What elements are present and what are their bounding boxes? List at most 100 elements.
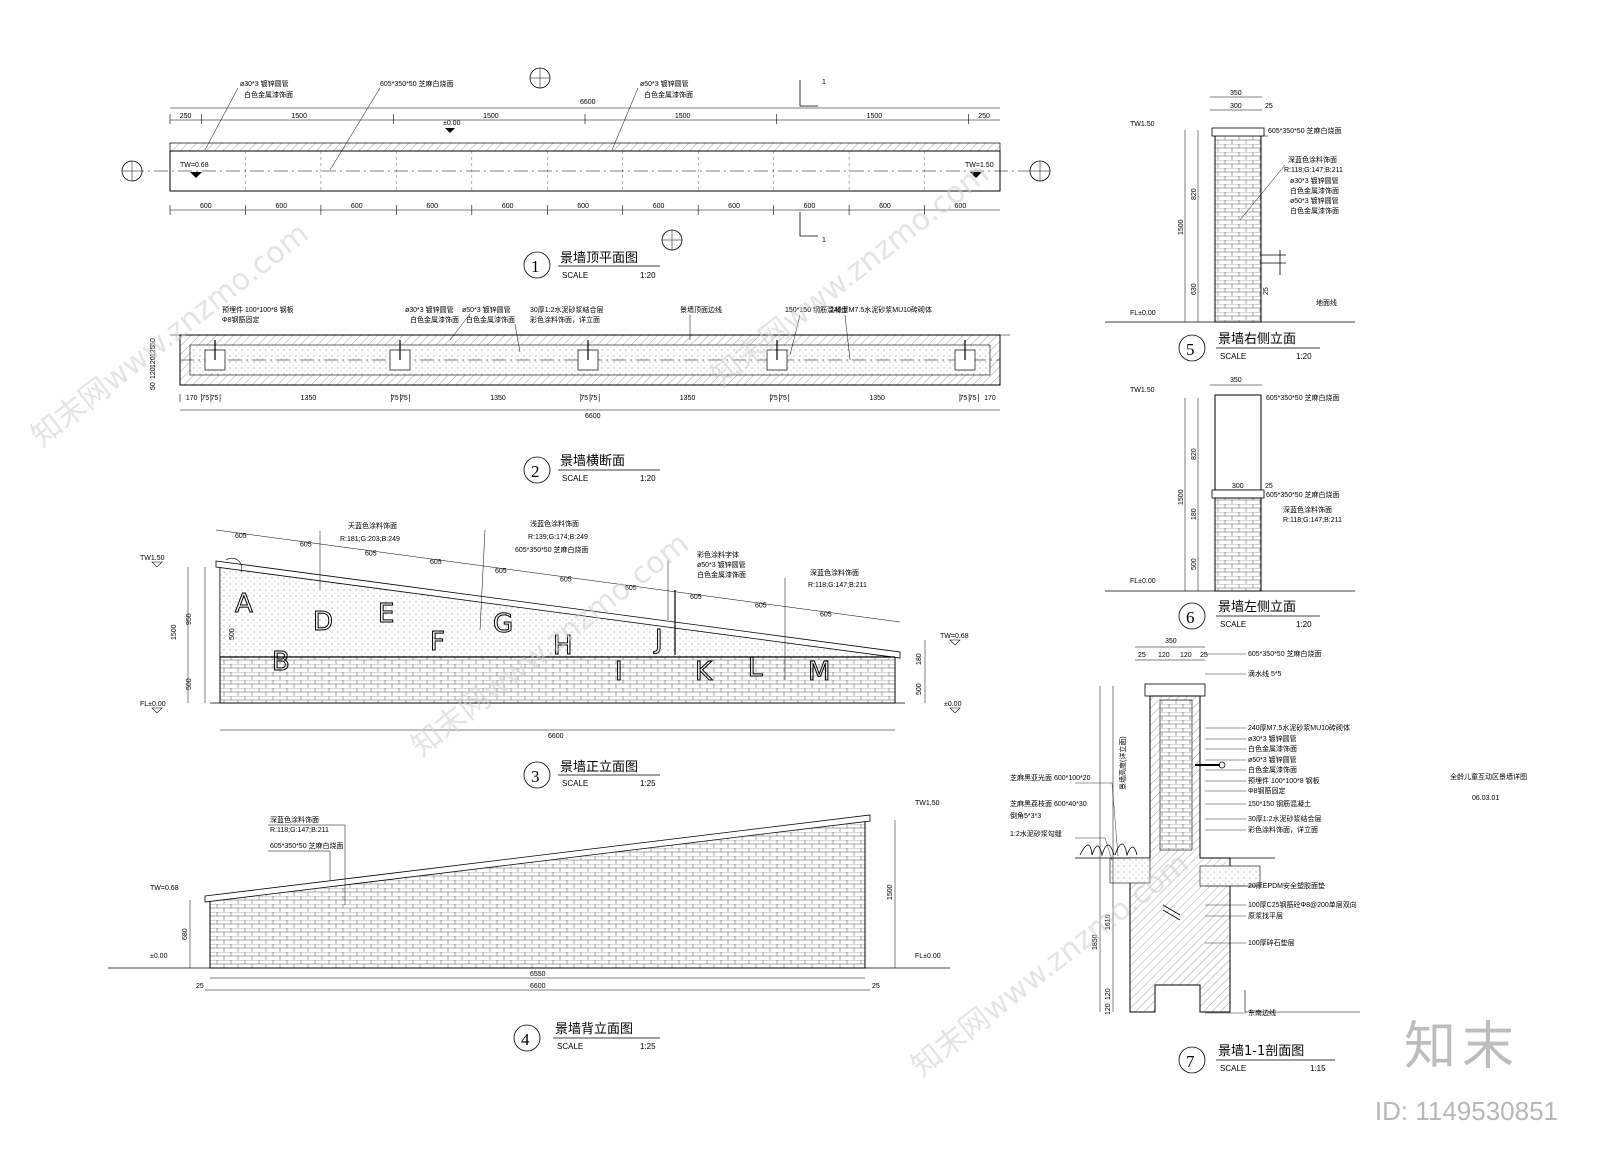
sec-top-dim: 25 (1200, 652, 1208, 659)
cross-dim: 75 (779, 395, 787, 402)
view-number: 2 (531, 462, 540, 481)
front-right-dim: 180 (916, 653, 923, 665)
front-note: R:118;G:147;B:211 (808, 582, 867, 589)
front-note: 白色金属漆饰面 (697, 570, 746, 579)
plan-note: ø30*3 镀锌圆管 (240, 79, 289, 88)
front-tw-left: TW1.50 (140, 555, 165, 562)
scale-label: SCALE (562, 271, 588, 280)
plan-top-dim: 250 (978, 113, 990, 120)
scale-label: SCALE (562, 474, 588, 483)
plan-note: ø50*3 镀锌圆管 (640, 79, 689, 88)
view-title: 景墙1-1剖面图 (1218, 1044, 1304, 1059)
plan-view: 1 1 TW=0.68 TW=1.50 ±0.00 6600 ø30*3 镀锌圆… (121, 67, 1051, 251)
back-inner: 6550 (530, 971, 546, 978)
cross-dim: 1350 (490, 395, 506, 402)
sec-note: ø50*3 镀锌圆管 (1248, 755, 1297, 764)
sec-note: 150*150 钢筋混凝土 (1248, 799, 1311, 808)
front-top-dim: 605 (820, 611, 832, 618)
sec-note: 东南边线 (1248, 1008, 1276, 1017)
rs-note: R:118;G:147;B:211 (1284, 167, 1343, 174)
plan-top-dim: 1500 (675, 113, 691, 120)
image-id: ID: 1149530851 (1374, 1096, 1558, 1126)
front-left-dim: 500 (229, 628, 236, 640)
cross-left-dim: 125 (150, 345, 157, 357)
cross-note: Φ8钢筋固定 (222, 315, 259, 324)
view-title: 景墙右侧立面 (1218, 332, 1296, 347)
left-side-view: 350 300 25 TW1.50 FL±0.00 820 1500 180 5… (1105, 377, 1355, 592)
rs-note: 地面线 (1316, 298, 1337, 307)
plan-top-dim: 1500 (867, 113, 883, 120)
rs-dim: 820 (1191, 188, 1198, 200)
front-top-dim: 605 (690, 594, 702, 601)
ls-note: R:118;G:147;B:211 (1283, 517, 1342, 524)
sec-top-dim: 25 (1138, 652, 1146, 659)
rs-dim: 630 (1191, 283, 1198, 295)
view-number: 3 (531, 767, 540, 786)
back-note: 深蓝色涂料饰面 (270, 815, 319, 824)
sec-note-left: 芝麻黑亚光面 600*100*20 (1010, 773, 1091, 782)
front-top-dim: 605 (430, 559, 442, 566)
cross-overall: 6600 (585, 413, 601, 420)
plan-bottom-dim: 600 (728, 203, 740, 210)
brand-logo: 知末 (1403, 1017, 1520, 1077)
back-elev-left: ±0.00 (150, 953, 168, 960)
wall-letter: K (695, 657, 713, 687)
plan-bottom-dim: 600 (804, 203, 816, 210)
plan-bottom-dim: 600 (502, 203, 514, 210)
title-v5: 5 景墙右侧立面 SCALE 1:20 (1178, 332, 1320, 362)
cross-note: ø30*3 镀锌圆管 (405, 305, 454, 314)
rs-tw: TW1.50 (1130, 121, 1155, 128)
view-number: 6 (1186, 608, 1195, 627)
sec-note: 20厚EPDM安全塑胶面垫 (1248, 881, 1325, 890)
front-note: 605*350*50 芝麻白烧面 (515, 545, 589, 554)
cross-note: 景墙顶面边线 (680, 305, 722, 314)
wall-letter: F (430, 627, 445, 657)
front-note: 浅蓝色涂料饰面 (530, 519, 579, 528)
title-v4: 4 景墙背立面图 SCALE 1:25 (513, 1022, 660, 1052)
cross-left-dim: 120 (150, 367, 157, 379)
sec-top-dim: 120 (1158, 652, 1170, 659)
cross-dim: 75 (201, 395, 209, 402)
back-end-dim: 25 (872, 983, 880, 990)
cross-left-dim: 50 (150, 382, 157, 390)
sec-note-left: 芝麻黑荔枝面 600*40*30 (1010, 799, 1087, 808)
cross-left-dim: 50 (150, 338, 157, 346)
sec-left-dim: 1610 (1105, 914, 1112, 930)
front-right-dim: 500 (916, 683, 923, 695)
ls-dim: 1500 (1178, 489, 1185, 505)
wall-letter: D (313, 607, 333, 637)
ls-dim: 820 (1191, 448, 1198, 460)
back-note: 605*350*50 芝麻白烧面 (270, 841, 344, 850)
sec-note: 30厚1:2水泥砂浆结合层 (1248, 814, 1322, 823)
front-left-dim: 500 (186, 678, 193, 690)
ls-note: 605*350*50 芝麻白烧面 (1266, 490, 1340, 499)
front-note: 彩色涂料字体 (697, 550, 739, 559)
back-fl-right: FL±0.00 (915, 953, 941, 960)
sec-note: 白色金属漆饰面 (1248, 765, 1297, 774)
scale-label: SCALE (1220, 620, 1246, 629)
sec-note: 彩色涂料饰面，详立面 (1248, 825, 1318, 834)
rs-note: ø30*3 镀锌圆管 (1290, 176, 1339, 185)
rs-top-dim: 25 (1265, 103, 1273, 110)
wall-letter: G (493, 609, 513, 639)
sec-left-dim: 120 (1105, 988, 1112, 1000)
wall-letter: E (378, 599, 394, 629)
back-tw-right: TW1.50 (915, 800, 940, 807)
cross-note: 白色金属漆饰面 (410, 315, 459, 324)
wall-letter: B (272, 647, 290, 677)
wall-letter: L (748, 653, 763, 683)
back-overall: 6600 (530, 983, 546, 990)
scale-value: 1:20 (1296, 620, 1312, 629)
scale-value: 1:25 (640, 779, 656, 788)
sec-side-note: 景墙高度(详立面) (1118, 736, 1127, 790)
plan-top-dim: 250 (180, 113, 192, 120)
back-note: R:118;G:147;B:211 (270, 827, 329, 834)
view-number: 5 (1186, 340, 1195, 359)
sheet-title: 全龄儿童互动区景墙详图 (1450, 772, 1527, 781)
front-note: R:181;G:203;B:249 (340, 536, 400, 543)
plan-tw-left: TW=0.68 (180, 162, 209, 169)
front-elev-right: ±0.00 (944, 701, 962, 708)
